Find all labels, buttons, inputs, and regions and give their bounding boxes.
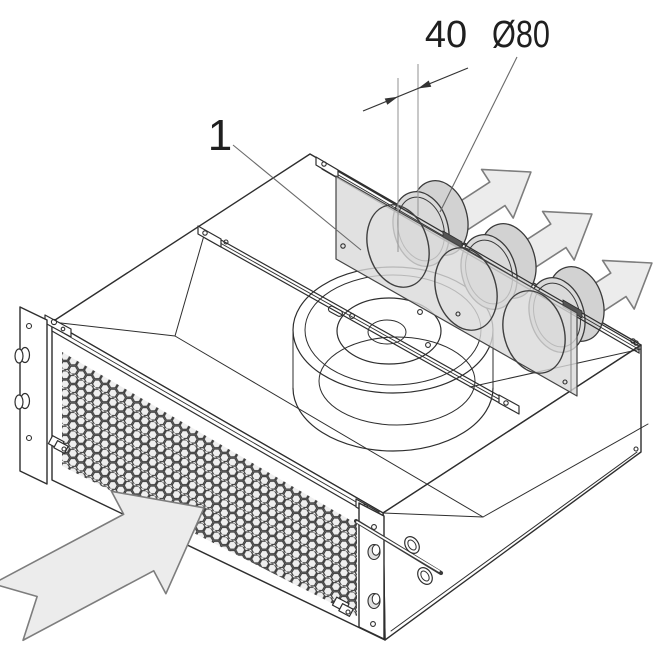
thumbscrew-knob [367, 592, 381, 610]
callout-1: 1 [208, 111, 362, 251]
callout-1-label: 1 [208, 111, 232, 160]
dim-40-label: 40 [425, 14, 467, 56]
panel-duct-hole-2 [434, 247, 498, 331]
front-latch [47, 435, 69, 454]
dimension-arrowhead [384, 96, 398, 105]
thumbscrew-knob [367, 543, 381, 561]
right-rack-ear [358, 502, 385, 640]
grommet-ring [404, 536, 420, 554]
side-rod-and-grommets [353, 518, 444, 585]
dimension-arrowhead [418, 80, 432, 89]
mounting-hole [25, 434, 33, 442]
mounting-hole [25, 322, 33, 330]
leader-line [439, 56, 518, 213]
dimension-line [362, 67, 469, 112]
honeycomb-mesh [62, 352, 357, 616]
front-latch [331, 596, 354, 617]
panel-screw [562, 379, 568, 385]
grommet-ring [417, 567, 433, 585]
cover-seam-lines [51, 231, 649, 632]
panel-duct-hole-1 [366, 204, 430, 288]
mounting-hole [371, 524, 377, 530]
dimension-40: 40 [362, 14, 469, 252]
dimension-diameter-80: Ø80 [439, 14, 550, 213]
motor-cap [336, 297, 442, 365]
intake-airflow-arrow-icon [0, 490, 205, 642]
panel-duct-hole-3 [502, 290, 566, 374]
duct-adapter-panel [335, 175, 578, 397]
motor-hub [367, 319, 407, 345]
panel-screw [340, 243, 346, 249]
blower-body-bottom [292, 387, 494, 452]
mounting-hole [370, 621, 376, 627]
thumbscrew-knob [14, 346, 31, 364]
rail-bracket [498, 394, 520, 415]
mid-mounting-rail [197, 225, 520, 415]
dim-diameter-80-label: Ø80 [492, 14, 550, 56]
panel-screw [455, 311, 461, 317]
cap-screw [425, 342, 431, 348]
blower-scroll-rim [318, 336, 476, 426]
thumbscrew-knob [14, 392, 31, 410]
left-rack-ear [14, 306, 48, 485]
leader-line [232, 144, 362, 251]
corner-screw [633, 446, 639, 452]
cap-screw [417, 309, 423, 315]
